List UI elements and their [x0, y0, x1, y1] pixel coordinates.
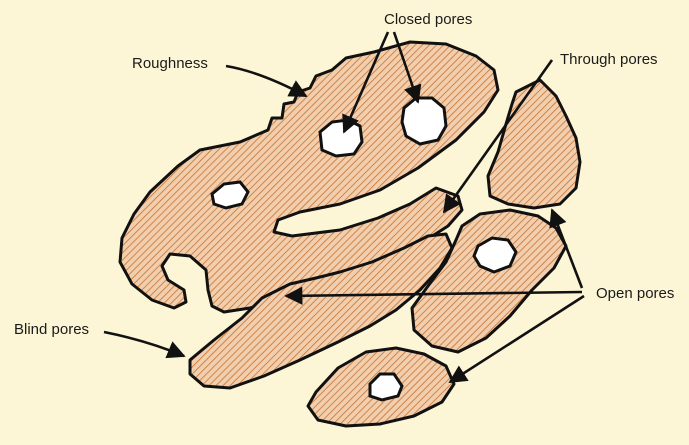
closed-pore-5 [370, 374, 402, 400]
closed-pore-2 [402, 98, 446, 144]
closed-pore-1 [320, 120, 362, 156]
closed-pore-4 [474, 238, 516, 272]
label-through-pores: Through pores [560, 51, 658, 68]
label-closed-pores: Closed pores [384, 11, 472, 28]
label-open-pores: Open pores [596, 285, 674, 302]
label-blind-pores: Blind pores [14, 321, 89, 338]
label-roughness: Roughness [132, 55, 208, 72]
